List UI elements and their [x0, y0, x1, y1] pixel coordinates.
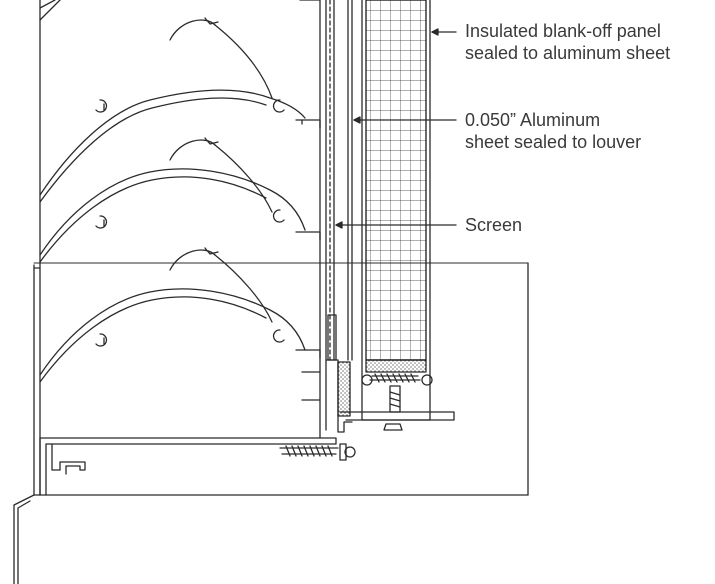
callout-insulated-panel-line2: sealed to aluminum sheet [465, 43, 671, 63]
louver-mullion [299, 0, 327, 439]
louver-blade-1 [39, 17, 321, 203]
callout-aluminum-sheet-line1: 0.050” Aluminum [465, 110, 601, 130]
leader-screen [335, 221, 457, 229]
callout-screen-line1: Screen [465, 215, 523, 235]
callout-aluminum-sheet-line2: sheet sealed to louver [465, 132, 642, 152]
screen [327, 0, 337, 361]
panel-fastener [361, 359, 433, 431]
callout-insulated-panel: Insulated blank-off panel sealed to alum… [465, 20, 670, 64]
sill-flashing [13, 437, 337, 584]
louver-blade-3 [39, 247, 321, 383]
callout-aluminum-sheet: 0.050” Aluminum sheet sealed to louver [465, 109, 641, 153]
leader-aluminum [353, 116, 457, 124]
aluminum-sheet [325, 0, 353, 433]
callout-insulated-panel-line1: Insulated blank-off panel [465, 21, 661, 41]
insulated-panel [339, 0, 455, 421]
leader-panel [431, 28, 457, 36]
louver-frame [33, 0, 529, 496]
frame-fastener [279, 443, 356, 461]
callout-screen: Screen [465, 214, 522, 236]
louver-blade-2 [39, 137, 321, 263]
